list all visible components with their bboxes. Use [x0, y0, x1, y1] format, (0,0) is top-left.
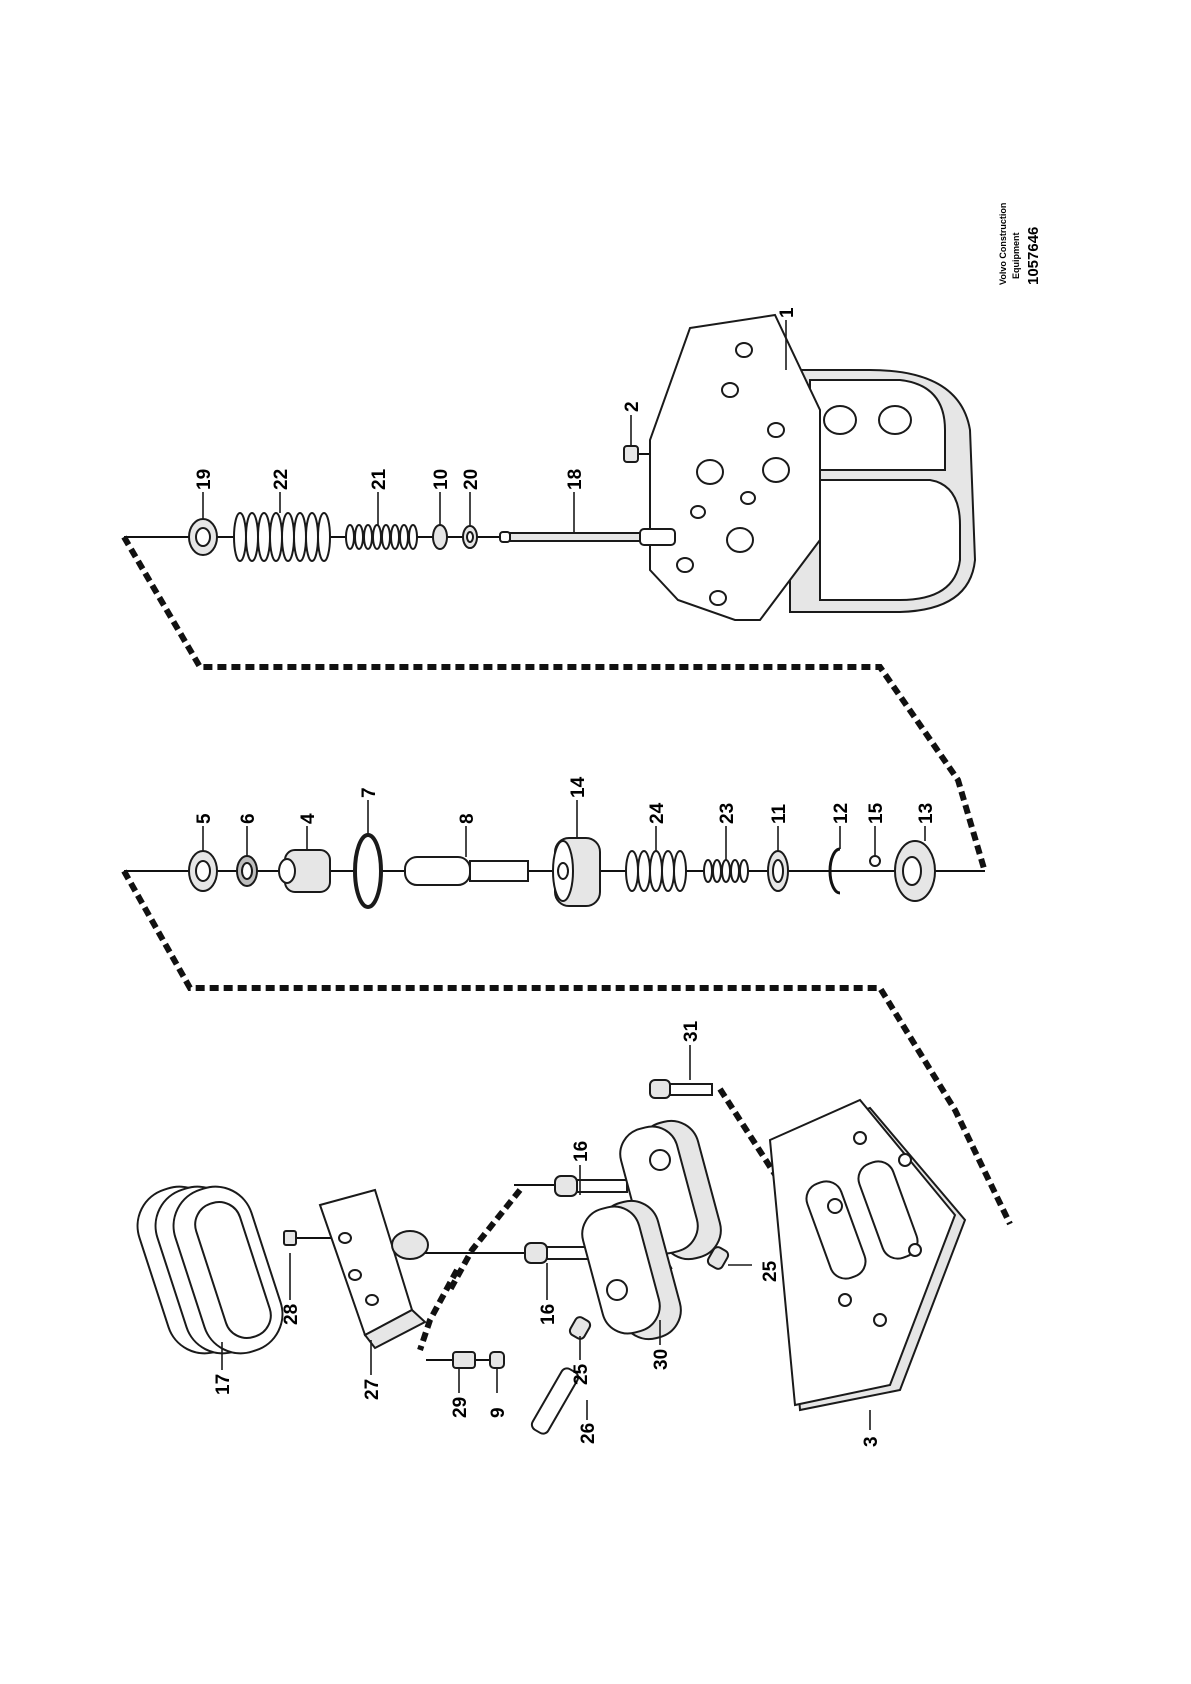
callout-29: 29	[450, 1397, 471, 1418]
part-25-pin-left	[568, 1316, 592, 1340]
housing-port	[878, 405, 912, 435]
callout-13: 13	[916, 803, 937, 824]
part-16-bolt-a	[554, 1175, 628, 1197]
top-row-parts	[188, 445, 676, 562]
callout-labels: 19 22 21 10 20 18 2 1 5 6 4 7 8 14 24 23…	[194, 307, 937, 1447]
part-4-guide	[278, 849, 331, 893]
part-7-o-ring	[353, 833, 383, 909]
part-10-clip	[432, 524, 448, 550]
housing-port	[823, 405, 857, 435]
flange-hole	[690, 505, 706, 519]
part-3-plate	[768, 1098, 967, 1412]
part-28-plug	[283, 1230, 297, 1246]
callout-18: 18	[565, 469, 586, 490]
callout-6: 6	[238, 813, 259, 824]
flange-bore	[726, 527, 754, 553]
callout-3: 3	[861, 1436, 882, 1447]
callout-25-left: 25	[571, 1363, 592, 1385]
part-15-ball	[869, 855, 881, 867]
callout-15: 15	[866, 802, 887, 824]
flange-hole	[676, 557, 694, 573]
watermark-number: 1057646	[1025, 227, 1042, 285]
callout-16-upper: 16	[571, 1141, 592, 1162]
flange-hole	[721, 382, 739, 398]
callout-25-right: 25	[760, 1260, 781, 1282]
part-9-nut	[489, 1351, 505, 1369]
bottom-assembly	[136, 1079, 967, 1435]
callout-19: 19	[194, 469, 215, 490]
part-26-shaft	[530, 1367, 580, 1435]
dashed-path-middle	[121, 869, 1013, 1226]
callout-21: 21	[369, 468, 390, 490]
callout-23: 23	[717, 803, 738, 824]
housing-flange	[649, 313, 821, 621]
middle-row-parts	[188, 833, 936, 909]
flange-bore	[696, 459, 724, 485]
watermark-line1: Volvo Construction	[998, 203, 1008, 285]
watermark-line2: Equipment	[1011, 232, 1021, 279]
callout-16-lower: 16	[538, 1304, 559, 1325]
flange-bore	[762, 457, 790, 483]
part-27-block	[318, 1188, 429, 1350]
callout-1: 1	[777, 307, 798, 318]
callout-2: 2	[622, 401, 643, 412]
callout-31: 31	[681, 1020, 702, 1042]
callout-30: 30	[651, 1349, 672, 1370]
part-21-spring	[345, 524, 418, 550]
leader-lines	[202, 320, 926, 1430]
part-18-plunger	[499, 528, 676, 546]
callout-11: 11	[769, 803, 790, 824]
callout-10: 10	[431, 469, 452, 490]
callout-28: 28	[281, 1304, 302, 1325]
callout-24: 24	[647, 802, 668, 824]
flange-hole	[735, 342, 753, 358]
part-19-cap-bore	[195, 527, 211, 547]
part-13-seat	[894, 840, 936, 902]
housing-upper-block	[809, 379, 946, 471]
part-22-spring	[233, 512, 331, 562]
flange-hole	[709, 590, 727, 606]
part-17-boot	[136, 1185, 284, 1355]
watermark: Volvo Construction Equipment 1057646	[998, 203, 1042, 285]
callout-22: 22	[271, 469, 292, 490]
dashed-path-bolt16	[447, 1188, 523, 1292]
part-14-cap	[552, 837, 601, 907]
callout-14: 14	[568, 776, 589, 798]
part-23-spring	[703, 859, 749, 883]
callout-9: 9	[488, 1407, 509, 1418]
part-1-valve-housing	[649, 313, 977, 621]
dashed-path-block27	[417, 1268, 460, 1351]
part-16-bolt-b	[524, 1242, 598, 1264]
callout-20: 20	[461, 469, 482, 490]
callout-26: 26	[578, 1423, 599, 1444]
callout-27: 27	[362, 1379, 383, 1400]
callout-7: 7	[359, 787, 380, 798]
callout-17: 17	[213, 1374, 234, 1395]
part-30-bracket	[581, 1119, 722, 1341]
part-25-pin-right	[706, 1246, 730, 1270]
part-12-circlip	[828, 847, 841, 895]
part-31-bolt	[649, 1079, 713, 1099]
part-8-piston	[404, 856, 529, 886]
part-29-screw	[452, 1351, 476, 1369]
callout-5: 5	[194, 813, 215, 824]
flange-hole	[740, 491, 756, 505]
part-2-plug	[623, 445, 639, 463]
callout-12: 12	[831, 803, 852, 824]
callout-4: 4	[298, 813, 319, 824]
part-24-spring	[625, 850, 687, 892]
callout-8: 8	[457, 813, 478, 824]
housing-lower-block	[819, 479, 961, 601]
dashed-path-top	[121, 535, 988, 873]
flange-hole	[767, 422, 785, 438]
